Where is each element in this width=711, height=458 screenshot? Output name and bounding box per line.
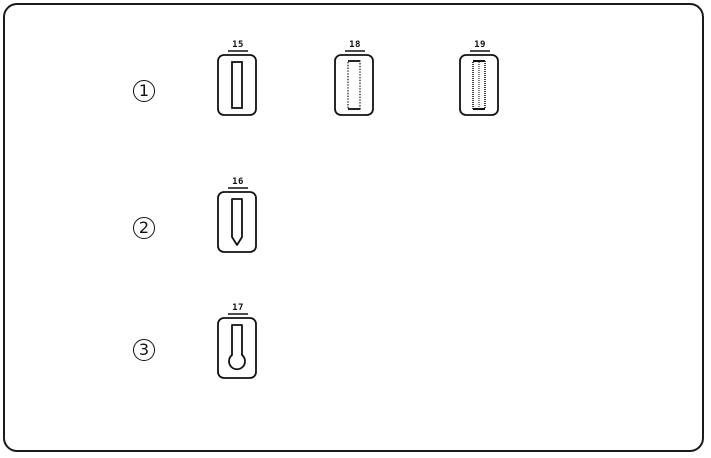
row-marker-3: 3 (133, 339, 155, 361)
pattern-number: 15 (232, 40, 244, 50)
dotted-bar-buttonhole-icon (334, 50, 374, 116)
pattern-number: 16 (232, 177, 244, 187)
row-marker-2: 2 (133, 217, 155, 239)
pattern-18[interactable]: 18 (333, 40, 377, 120)
pattern-19[interactable]: 19 (458, 40, 502, 120)
pattern-15[interactable]: 15 (216, 40, 260, 120)
dense-bar-buttonhole-icon (459, 50, 499, 116)
pattern-17[interactable]: 17 (216, 303, 260, 383)
pattern-16[interactable]: 16 (216, 177, 260, 257)
rounded-bar-buttonhole-icon (217, 187, 257, 253)
pattern-number: 17 (232, 303, 244, 313)
pattern-number: 19 (474, 40, 486, 50)
pattern-number: 18 (349, 40, 361, 50)
keyhole-buttonhole-icon (217, 313, 257, 379)
plain-bar-buttonhole-icon (217, 50, 257, 116)
row-marker-1: 1 (133, 80, 155, 102)
